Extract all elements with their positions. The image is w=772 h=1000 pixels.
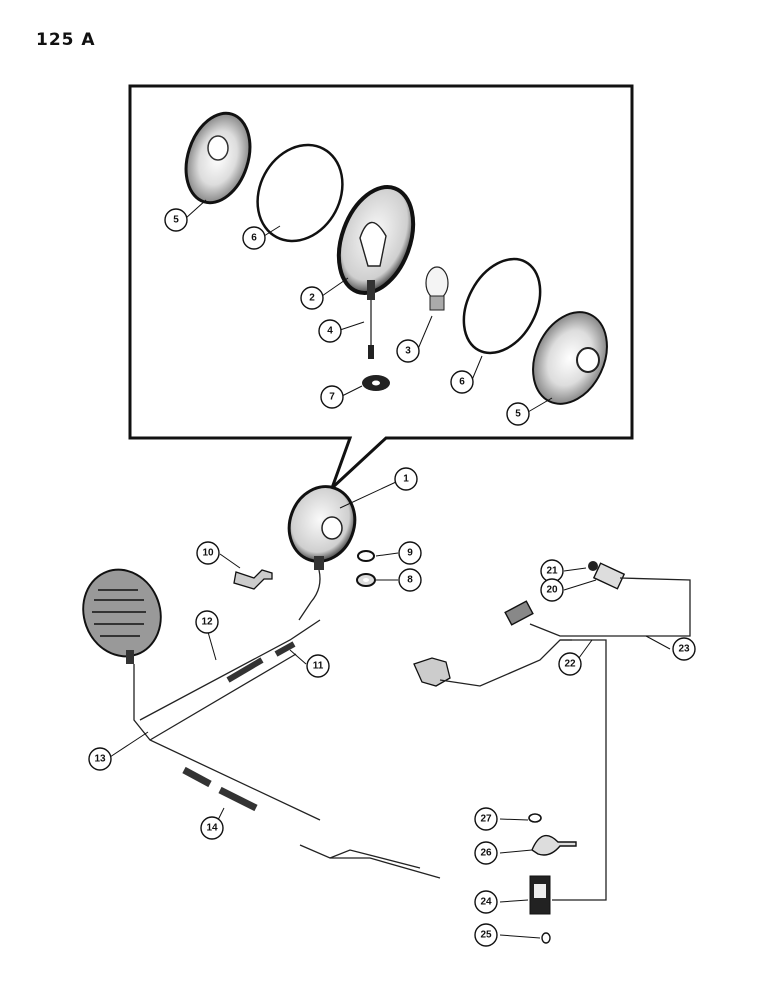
callout-label: 26 bbox=[480, 848, 492, 859]
switch-20 bbox=[592, 562, 626, 590]
knob-21 bbox=[588, 561, 598, 571]
clamp-27 bbox=[528, 813, 542, 823]
connector-top bbox=[504, 600, 534, 626]
callout-label: 5 bbox=[515, 409, 521, 420]
callout-7: 7 bbox=[320, 385, 344, 409]
callout-label: 24 bbox=[480, 897, 492, 908]
callout-label: 20 bbox=[546, 585, 558, 596]
clamp-26 bbox=[531, 834, 577, 856]
lamp-body bbox=[336, 185, 416, 359]
callout-12: 12 bbox=[195, 610, 219, 634]
washer bbox=[362, 375, 390, 391]
leader-lines bbox=[109, 199, 671, 939]
callout-label: 14 bbox=[206, 823, 218, 834]
callout-2: 2 bbox=[300, 286, 324, 310]
work-light bbox=[82, 568, 162, 664]
callout-25: 25 bbox=[474, 923, 498, 947]
lens-right bbox=[532, 311, 608, 405]
callout-label: 6 bbox=[251, 233, 257, 244]
callout-label: 6 bbox=[459, 377, 465, 388]
callout-label: 11 bbox=[313, 661, 324, 672]
callout-label: 12 bbox=[201, 617, 213, 628]
callout-label: 7 bbox=[329, 392, 335, 403]
wiring-harness bbox=[133, 577, 691, 901]
capacitor-24 bbox=[529, 875, 551, 915]
callout-label: 4 bbox=[327, 326, 333, 337]
callout-4: 4 bbox=[318, 319, 342, 343]
bulb bbox=[425, 266, 449, 311]
callout-11: 11 bbox=[306, 654, 330, 678]
callout-label: 8 bbox=[407, 575, 413, 586]
callout-24: 24 bbox=[474, 890, 498, 914]
callout-label: 21 bbox=[546, 566, 558, 577]
callout-23: 23 bbox=[672, 637, 696, 661]
callout-8: 8 bbox=[398, 568, 422, 592]
callout-label: 25 bbox=[480, 930, 492, 941]
callout-22: 22 bbox=[558, 652, 582, 676]
gasket-right bbox=[462, 257, 542, 355]
callout-label: 27 bbox=[480, 814, 492, 825]
callout-label: 10 bbox=[202, 548, 214, 559]
sleeve-14 bbox=[182, 766, 258, 812]
callout-20: 20 bbox=[540, 578, 564, 602]
callout-6: 6 bbox=[242, 226, 266, 250]
callouts: 5 6 2 4 3 6 5 7 1 10 9 8 21 20 12 11 22 … bbox=[88, 208, 696, 947]
callout-26: 26 bbox=[474, 841, 498, 865]
lens-left bbox=[184, 111, 252, 205]
callout-3: 3 bbox=[396, 339, 420, 363]
callout-10: 10 bbox=[196, 541, 220, 565]
sleeve-11 bbox=[226, 641, 296, 683]
callout-6: 6 bbox=[450, 370, 474, 394]
callout-label: 22 bbox=[564, 659, 576, 670]
callout-5: 5 bbox=[506, 402, 530, 426]
callout-14: 14 bbox=[200, 816, 224, 840]
callout-27: 27 bbox=[474, 807, 498, 831]
callout-label: 2 bbox=[309, 293, 315, 304]
callout-label: 13 bbox=[94, 754, 106, 765]
nut-8 bbox=[356, 573, 376, 587]
callout-label: 5 bbox=[173, 215, 179, 226]
callout-label: 9 bbox=[407, 548, 413, 559]
lamp-assembly bbox=[287, 485, 357, 621]
callout-label: 3 bbox=[405, 346, 411, 357]
callout-13: 13 bbox=[88, 747, 112, 771]
callout-5: 5 bbox=[164, 208, 188, 232]
connector-left bbox=[413, 657, 451, 687]
callout-1: 1 bbox=[394, 467, 418, 491]
page-title: 125 A bbox=[36, 30, 96, 50]
clip-25 bbox=[541, 932, 551, 944]
callout-label: 23 bbox=[678, 644, 690, 655]
bracket-10 bbox=[233, 569, 273, 590]
gasket-left bbox=[256, 143, 344, 243]
lockwasher-9 bbox=[357, 550, 375, 562]
callout-9: 9 bbox=[398, 541, 422, 565]
callout-label: 1 bbox=[403, 474, 409, 485]
